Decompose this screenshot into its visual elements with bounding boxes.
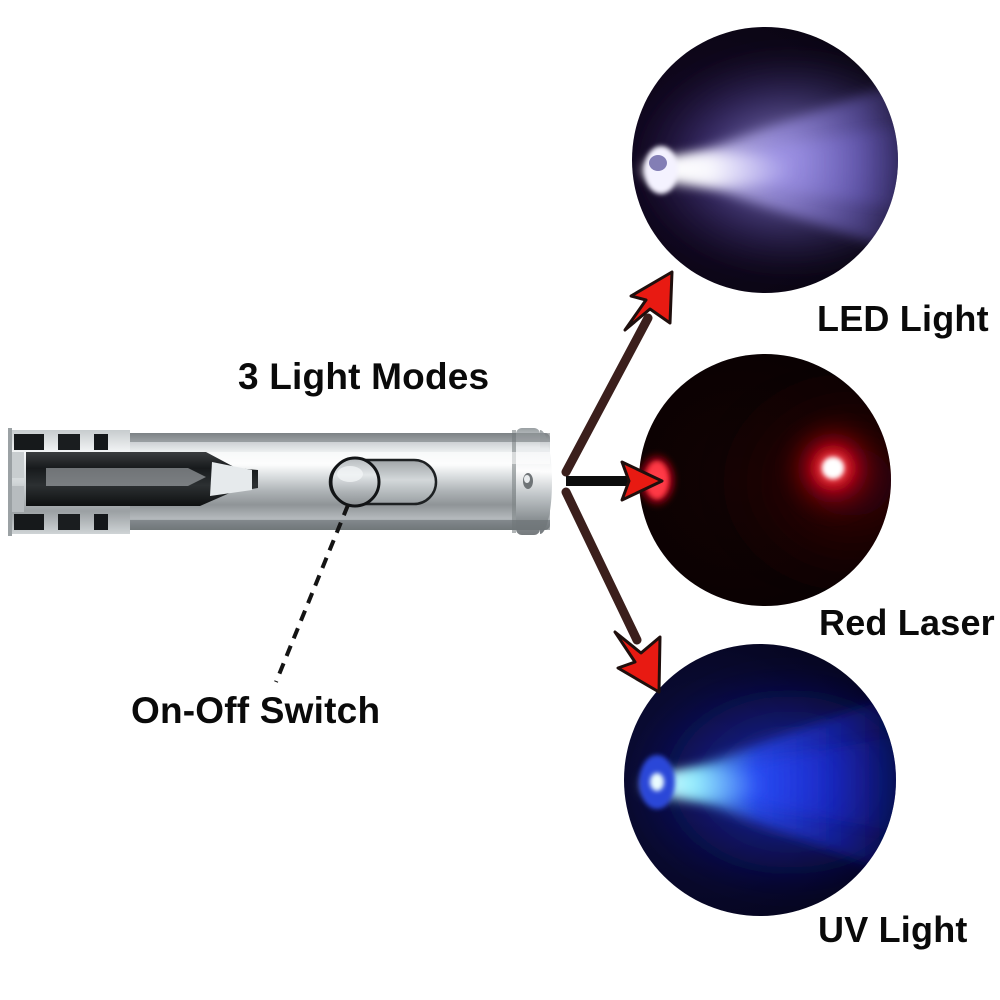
pen-flashlight bbox=[8, 428, 552, 536]
tail-edge bbox=[8, 428, 12, 536]
flashlight-head-seam bbox=[512, 430, 516, 533]
uv-emitter-core bbox=[650, 773, 664, 791]
label-3-light-modes: 3 Light Modes bbox=[238, 356, 490, 397]
tail-notch-4 bbox=[14, 514, 44, 530]
led-light-photo bbox=[632, 27, 898, 293]
led-emitter-reflection bbox=[649, 155, 667, 171]
tail-notch-5 bbox=[58, 514, 80, 530]
barrel-bottom-shadow bbox=[28, 520, 550, 530]
label-led-light: LED Light bbox=[817, 298, 989, 339]
arrow-to-uv bbox=[561, 487, 662, 694]
arrow-to-laser-head bbox=[620, 460, 664, 502]
arrow-to-uv-head bbox=[613, 630, 662, 694]
arrow-to-laser bbox=[566, 460, 664, 502]
arrow-to-led-head bbox=[623, 270, 674, 332]
barrel-top-shadow bbox=[28, 433, 550, 442]
on-off-switch-button-glint bbox=[337, 466, 363, 482]
label-uv-light: UV Light bbox=[818, 909, 968, 950]
mode-arrows bbox=[561, 270, 674, 694]
tail-notch-2 bbox=[58, 434, 80, 450]
flashlight-head-emitter-glint bbox=[524, 475, 530, 483]
tail-notch-6 bbox=[94, 514, 108, 530]
label-red-laser: Red Laser bbox=[819, 602, 995, 643]
arrow-to-led bbox=[561, 270, 674, 477]
tail-notch-3 bbox=[94, 434, 108, 450]
label-on-off-switch: On-Off Switch bbox=[131, 690, 381, 731]
switch-leader-line bbox=[274, 504, 350, 683]
uv-beam-inner bbox=[656, 736, 896, 832]
led-beam-core bbox=[642, 154, 794, 186]
red-laser-photo bbox=[639, 354, 891, 606]
arrow-to-led-shaft bbox=[561, 313, 653, 477]
uv-light-photo bbox=[624, 644, 896, 916]
arrow-to-uv-shaft bbox=[561, 487, 642, 645]
pocket-clip-tip-highlight bbox=[210, 462, 252, 496]
laser-spot-core bbox=[822, 457, 844, 479]
pocket-clip-slot bbox=[46, 468, 206, 486]
on-off-switch-button[interactable] bbox=[329, 456, 381, 508]
tail-notch-1 bbox=[14, 434, 44, 450]
flashlight-head-cap bbox=[540, 430, 552, 534]
